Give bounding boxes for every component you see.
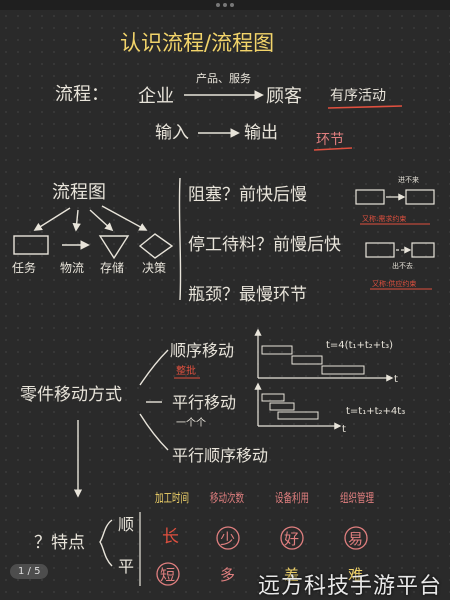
- fc-branch-3: [89, 209, 114, 232]
- movement-parallel-seq: 平行顺序移动: [172, 446, 268, 465]
- def-customer: 顾客: [266, 86, 302, 107]
- par-bar-3: [277, 411, 319, 420]
- def-enterprise: 企业: [138, 86, 174, 107]
- cell-move-seq-circle: [216, 526, 240, 550]
- issue-starve: 停工待料？前慢后快: [188, 234, 341, 255]
- note-canvas: [0, 10, 450, 600]
- symbol-label-task: 任务: [12, 260, 36, 275]
- watermark-text: 远方科技手游平台: [257, 574, 442, 599]
- sequential-note: 整批: [176, 364, 196, 377]
- features-brace: [99, 519, 113, 567]
- block-note-top: 进不来: [398, 176, 419, 184]
- cell-time-par: 短: [160, 566, 175, 584]
- col-processing-time: 加工时间: [155, 491, 189, 505]
- formula-seq: t=4(t₁+t₂+t₃): [326, 340, 393, 351]
- def-input: 输入: [155, 123, 189, 143]
- cell-equip-seq: 好: [284, 530, 299, 548]
- cell-equip-par: 差: [284, 566, 299, 584]
- par-bar-2: [269, 402, 295, 411]
- seq-bar-3: [321, 365, 365, 375]
- cell-equip-seq-circle: [280, 526, 304, 550]
- decision-symbol: [138, 233, 174, 259]
- block-note-bottom: 又称:需求约束: [362, 214, 406, 223]
- par-bar-1: [261, 393, 285, 402]
- flowchart-title: 流程图: [52, 182, 106, 203]
- page-title: 认识流程/流程图: [120, 31, 274, 55]
- fc-branch-1: [33, 207, 71, 231]
- par-axis-t-label: t: [342, 424, 346, 435]
- col-equipment-use: 设备利用: [275, 491, 309, 505]
- more-options-icon[interactable]: [214, 3, 236, 7]
- row-label-sequential: 顺: [118, 515, 134, 534]
- starve-box-1: [365, 242, 395, 258]
- starve-box-2: [411, 242, 435, 258]
- fc-branch-2: [72, 209, 81, 232]
- movement-root: 零件移动方式: [20, 385, 122, 405]
- seq-bar-1: [261, 345, 293, 355]
- issue-bottleneck: 瓶颈？最慢环节: [188, 284, 307, 305]
- cell-move-par: 多: [220, 566, 235, 584]
- seq-bar-2: [291, 355, 323, 365]
- features-label: ？特点: [34, 533, 85, 553]
- row-label-parallel: 平: [118, 557, 134, 576]
- branch-parallel-seq: [139, 413, 169, 451]
- def-link: 环节: [316, 132, 344, 148]
- movement-sequential: 顺序移动: [170, 341, 234, 360]
- def-product: 产品、服务: [196, 71, 251, 85]
- starve-note-bottom: 又称:供应约束: [372, 279, 416, 288]
- block-box-2: [405, 189, 435, 205]
- fc-branch-4: [101, 205, 148, 231]
- cell-org-seq: 易: [348, 530, 363, 548]
- col-move-count: 移动次数: [210, 490, 244, 505]
- storage-symbol: [98, 235, 130, 260]
- ordered-underline: [327, 105, 403, 109]
- issue-block: 阻塞？前快后慢: [188, 184, 307, 205]
- seq-axis-t-label: t: [394, 374, 398, 385]
- cell-org-seq-circle: [344, 526, 368, 550]
- def-ordered: 有序活动: [330, 88, 386, 104]
- cell-time-par-circle: [156, 562, 180, 586]
- task-symbol: [13, 235, 49, 255]
- def-output: 输出: [244, 123, 278, 143]
- starve-note-top: 出不去: [392, 261, 413, 270]
- symbol-label-decision: 决策: [142, 261, 166, 275]
- movement-parallel: 平行移动: [172, 393, 236, 412]
- cell-org-par: 难: [348, 566, 363, 584]
- link-underline: [313, 147, 353, 151]
- formula-par: t=t₁+t₂+4t₃: [346, 406, 405, 417]
- section-divider: [178, 177, 182, 301]
- top-bar: [0, 0, 450, 10]
- cell-time-seq: 长: [162, 527, 179, 547]
- page-indicator[interactable]: 1 / 5: [10, 564, 49, 579]
- symbol-label-storage: 存储: [100, 260, 124, 275]
- cell-move-seq: 少: [220, 530, 235, 548]
- parallel-note: 一个个: [176, 417, 206, 429]
- col-org-management: 组织管理: [340, 490, 374, 505]
- def-label: 流程：: [55, 84, 109, 105]
- block-box-1: [355, 189, 385, 205]
- symbol-label-transport: 物流: [60, 261, 84, 275]
- branch-sequential: [139, 349, 169, 386]
